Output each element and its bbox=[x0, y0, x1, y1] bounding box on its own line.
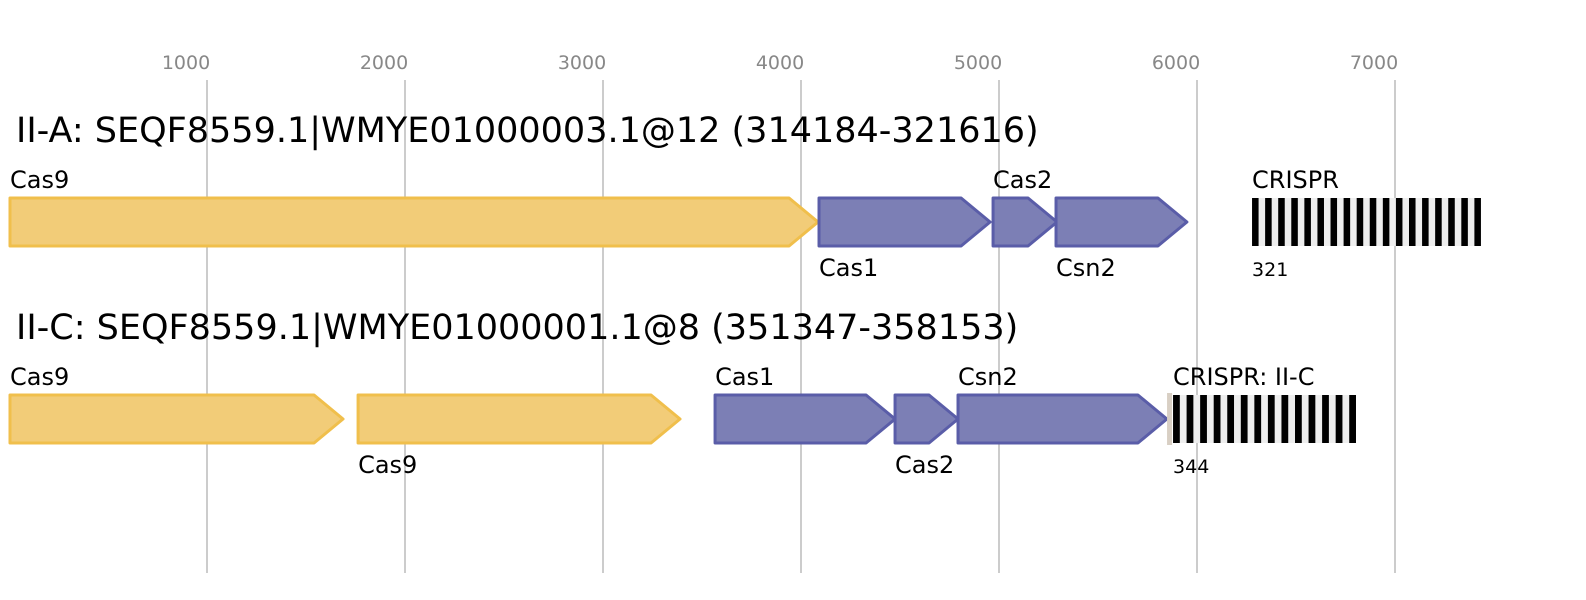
locus-title: II-C: SEQF8559.1|WMYE01000001.1@8 (35134… bbox=[16, 308, 1018, 348]
axis-tick-label: 1000 bbox=[162, 52, 210, 74]
gene-label: Cas9 bbox=[10, 166, 69, 194]
crispr-repeat bbox=[1281, 395, 1289, 443]
locus-title: II-A: SEQF8559.1|WMYE01000003.1@12 (3141… bbox=[16, 111, 1039, 151]
crispr-repeat bbox=[1227, 395, 1235, 443]
crispr-label: CRISPR: II-C bbox=[1173, 363, 1314, 391]
crispr-repeat bbox=[1322, 395, 1329, 443]
crispr-repeat bbox=[1317, 198, 1324, 246]
crispr-spacer-count: 344 bbox=[1173, 456, 1209, 478]
gene-arrow-cas9 bbox=[356, 393, 682, 445]
crispr-repeat bbox=[1200, 395, 1207, 443]
crispr-repeat bbox=[1308, 395, 1316, 443]
gene-label: Csn2 bbox=[1056, 254, 1116, 282]
gene-label: Cas9 bbox=[10, 363, 69, 391]
gene-arrow-csn2 bbox=[956, 393, 1169, 445]
gene-arrow-csn2 bbox=[1054, 196, 1189, 248]
crispr-repeat bbox=[1265, 198, 1272, 246]
crispr-repeat bbox=[1295, 395, 1302, 443]
crispr-repeat bbox=[1408, 198, 1416, 246]
gene-arrow-cas2 bbox=[893, 393, 960, 445]
crispr-repeat bbox=[1330, 198, 1338, 246]
crispr-repeat bbox=[1474, 198, 1481, 246]
crispr-repeat bbox=[1461, 198, 1468, 246]
crispr-label: CRISPR bbox=[1252, 166, 1339, 194]
crispr-repeat bbox=[1448, 198, 1455, 246]
crispr-repeat bbox=[1382, 198, 1390, 246]
axis-tick-label: 7000 bbox=[1350, 52, 1398, 74]
gene-label: Cas2 bbox=[895, 451, 954, 479]
crispr-repeat bbox=[1213, 395, 1221, 443]
axis-tick-label: 3000 bbox=[558, 52, 606, 74]
gene-label: Cas1 bbox=[819, 254, 878, 282]
gene-arrow-cas1 bbox=[817, 196, 992, 248]
gene-arrow-cas9 bbox=[8, 196, 820, 248]
gene-label: Cas2 bbox=[993, 166, 1052, 194]
crispr-repeat bbox=[1435, 198, 1442, 246]
crispr-repeat bbox=[1186, 395, 1194, 443]
crispr-repeat bbox=[1173, 395, 1180, 443]
gene-arrow-cas1 bbox=[713, 393, 897, 445]
crispr-spacer-count: 321 bbox=[1252, 259, 1288, 281]
crispr-repeat bbox=[1356, 198, 1364, 246]
gene-arrow-cas2 bbox=[991, 196, 1059, 248]
crispr-repeat bbox=[1291, 198, 1298, 246]
crispr-repeat bbox=[1335, 395, 1343, 443]
crispr-repeat bbox=[1267, 395, 1275, 443]
crispr-repeat bbox=[1422, 198, 1429, 246]
crispr-repeat bbox=[1252, 198, 1259, 246]
gene-label: Cas1 bbox=[715, 363, 774, 391]
axis-tick-label: 2000 bbox=[360, 52, 408, 74]
axis-tick-label: 6000 bbox=[1152, 52, 1200, 74]
crispr-leader bbox=[1167, 393, 1173, 445]
crispr-repeat bbox=[1304, 198, 1311, 246]
gene-label: Csn2 bbox=[958, 363, 1018, 391]
gene-arrow-cas9 bbox=[8, 393, 345, 445]
crispr-repeat bbox=[1254, 395, 1262, 443]
crispr-repeat bbox=[1395, 198, 1403, 246]
crispr-array-background bbox=[1252, 198, 1481, 246]
gene-label: Cas9 bbox=[358, 451, 417, 479]
crispr-repeat bbox=[1343, 198, 1351, 246]
crispr-repeat bbox=[1349, 395, 1356, 443]
crispr-repeat bbox=[1240, 395, 1248, 443]
axis-tick-label: 5000 bbox=[954, 52, 1002, 74]
crispr-repeat bbox=[1369, 198, 1377, 246]
axis-tick-label: 4000 bbox=[756, 52, 804, 74]
crispr-repeat bbox=[1278, 198, 1285, 246]
